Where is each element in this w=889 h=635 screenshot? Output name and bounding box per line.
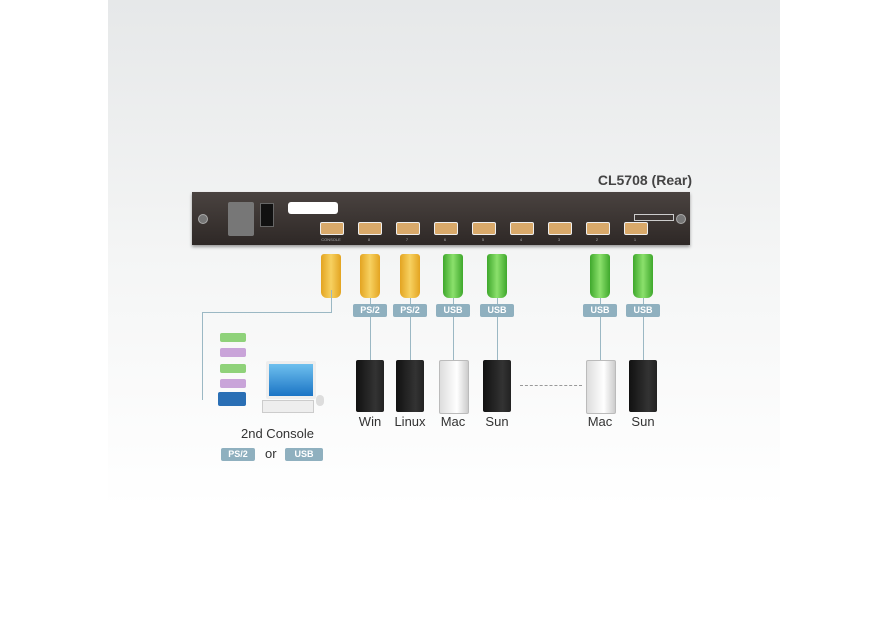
computer-label: Mac (440, 414, 466, 429)
kvm-cable-connector-icon (487, 254, 507, 298)
port-label: 6 (443, 237, 447, 242)
console-connector-icon (321, 254, 341, 298)
kvm-cable-connector-icon (400, 254, 420, 298)
ellipsis-dashed-line (520, 385, 582, 386)
mouse-icon (316, 395, 324, 406)
kvm-port (472, 222, 496, 235)
computer-label: Win (358, 414, 382, 429)
port-label: CONSOLE (321, 237, 341, 242)
kvm-cable-connector-icon (590, 254, 610, 298)
kvm-port (320, 222, 344, 235)
usb-badge: USB (285, 448, 323, 461)
usb-plug-icon (220, 364, 246, 373)
port-label: 5 (481, 237, 485, 242)
kvm-port (510, 222, 534, 235)
vga-plug-icon (218, 392, 246, 406)
computer-label: Sun (631, 414, 655, 429)
cable-line (497, 298, 498, 360)
cable-line (410, 298, 411, 360)
computer-tower-icon (396, 360, 424, 412)
computer-tower-icon (586, 360, 616, 414)
computer-tower-icon (439, 360, 469, 414)
usb-badge: USB (583, 304, 617, 317)
computer-tower-icon (483, 360, 511, 412)
kvm-cable-connector-icon (443, 254, 463, 298)
ps2-keyboard-plug-icon (220, 333, 246, 342)
monitor-icon (266, 361, 316, 399)
port-label: 8 (367, 237, 371, 242)
cable-line (370, 298, 371, 360)
screw-icon (198, 214, 208, 224)
power-socket-icon (228, 202, 254, 236)
power-switch-icon (260, 203, 274, 227)
port-label: 2 (595, 237, 599, 242)
ps2-badge: PS/2 (393, 304, 427, 317)
port-label: 7 (405, 237, 409, 242)
db25-port-icon (288, 202, 338, 214)
kvm-port (624, 222, 648, 235)
cable-line (643, 298, 644, 360)
port-label: 3 (557, 237, 561, 242)
kvm-cable-connector-icon (633, 254, 653, 298)
usb-badge: USB (626, 304, 660, 317)
model-badge (634, 214, 674, 221)
computer-label: Mac (587, 414, 613, 429)
console-cable (331, 290, 332, 312)
usb-badge: USB (480, 304, 514, 317)
kvm-rear-panel (192, 192, 690, 245)
kvm-port (358, 222, 382, 235)
screw-icon (676, 214, 686, 224)
computer-label: Sun (485, 414, 509, 429)
console-label: 2nd Console (241, 426, 314, 441)
console-cable (202, 312, 203, 400)
kvm-port (586, 222, 610, 235)
ps2-badge: PS/2 (221, 448, 255, 461)
computer-tower-icon (629, 360, 657, 412)
port-label: 4 (519, 237, 523, 242)
keyboard-icon (262, 400, 314, 413)
kvm-port (548, 222, 572, 235)
cable-line (600, 298, 601, 360)
usb-plug-icon (220, 379, 246, 388)
cable-line (453, 298, 454, 360)
usb-badge: USB (436, 304, 470, 317)
device-title: CL5708 (Rear) (597, 172, 692, 188)
ps2-badge: PS/2 (353, 304, 387, 317)
port-label: 1 (633, 237, 637, 242)
console-cable (202, 312, 332, 313)
kvm-port (396, 222, 420, 235)
computer-tower-icon (356, 360, 384, 412)
computer-label: Linux (394, 414, 426, 429)
or-text: or (265, 446, 277, 461)
ps2-mouse-plug-icon (220, 348, 246, 357)
kvm-cable-connector-icon (360, 254, 380, 298)
diagram-background (108, 0, 780, 635)
kvm-port (434, 222, 458, 235)
